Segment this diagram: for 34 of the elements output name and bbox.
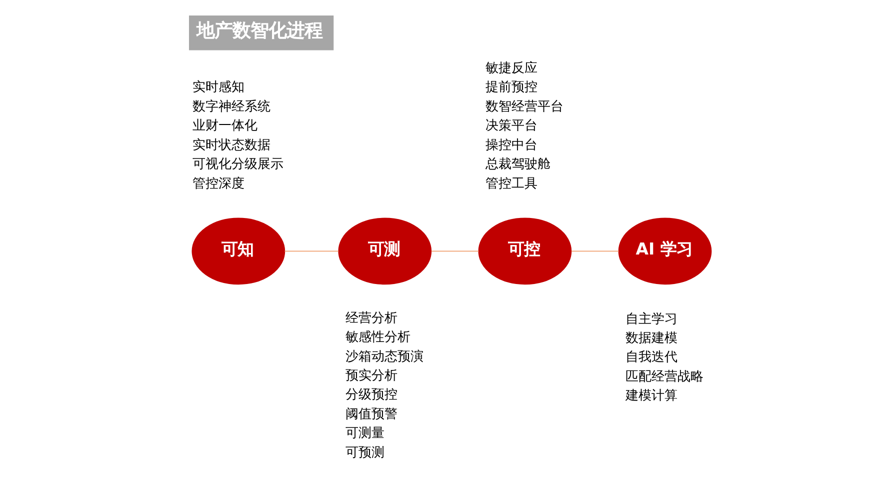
node-label: 经营分析: [345, 310, 398, 326]
node-label: 自我迭代: [625, 350, 678, 366]
node-label: 数字神经系统: [192, 99, 270, 114]
node-label: 提前预控: [485, 80, 538, 96]
node-label: 沙箱动态预演: [345, 349, 424, 364]
node-label: 业财一体化: [192, 118, 258, 134]
node-label: 操控中台: [485, 138, 538, 153]
node-label: 敏感性分析: [345, 330, 410, 346]
node-ellipse: 可控: [478, 218, 572, 285]
node-label: 实时状态数据: [192, 138, 270, 153]
node-label: 管控深度: [192, 176, 244, 192]
node-label: 匹配经营战略: [625, 369, 704, 384]
node-label: 可测量: [345, 426, 384, 442]
node-ellipse: AI 学习: [618, 218, 712, 285]
diagram-title: 地产数智化进程: [196, 20, 322, 42]
node-label: 管控工具: [485, 176, 538, 192]
node-ellipse: 可测: [338, 218, 432, 285]
node-label: 数智经营平台: [485, 99, 564, 114]
node-ellipse: 可知: [191, 218, 285, 285]
node-label: 可预测: [345, 445, 384, 460]
connector: [430, 250, 479, 252]
connector: [284, 250, 338, 252]
node-label: 实时感知: [192, 80, 244, 96]
node-label: 数据建模: [625, 330, 678, 346]
node-label: 分级预控: [345, 388, 398, 403]
node-label: 总裁驾驶舱: [485, 157, 550, 172]
connector: [570, 250, 619, 252]
node-label: 建模计算: [625, 388, 678, 404]
node-label: 决策平台: [485, 118, 538, 134]
node-label: 预实分析: [345, 368, 398, 384]
node-label: 敏捷反应: [485, 60, 538, 76]
node-label: 可视化分级展示: [192, 157, 284, 172]
node-label: 自主学习: [625, 312, 678, 327]
node-label: 阈值预警: [345, 406, 398, 422]
